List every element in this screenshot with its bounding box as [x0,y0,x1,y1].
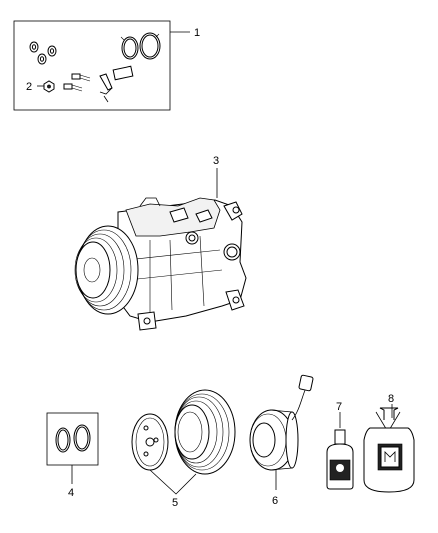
seal-kit-group [13,20,190,111]
callout-1: 1 [194,27,200,39]
compressor-oil-bottle [326,412,354,490]
snap-ring-kit-group [46,412,99,484]
callout-5: 5 [172,497,178,509]
callout-3: 3 [213,155,219,167]
clutch-pulley [174,389,236,475]
ac-compressor [74,168,247,331]
coil-connector [298,374,314,392]
seal-kit-box [13,20,171,111]
clutch-plate [131,413,169,471]
washer-set [29,41,57,65]
field-coil [249,374,314,490]
snap-ring-kit-box [46,412,99,466]
bolt-set [43,73,91,93]
callout-2: 2 [26,81,32,93]
refrigerant-tank [363,404,415,493]
callout-6: 6 [272,495,278,507]
callout-7: 7 [336,401,342,413]
callout-5-leader [149,469,197,495]
callout-4: 4 [68,487,74,499]
o-ring-set [120,32,161,60]
bracket [99,65,134,103]
callout-8: 8 [388,393,394,405]
compressor-pulley [74,225,139,315]
